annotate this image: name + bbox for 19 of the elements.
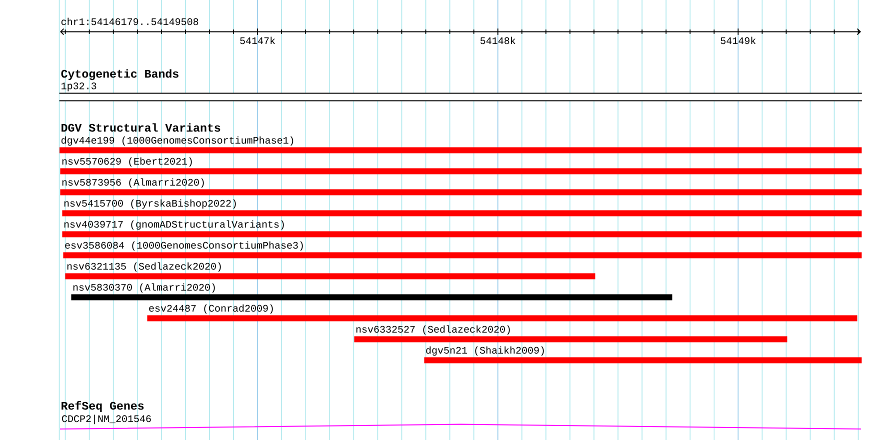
variant-label: nsv6332527 (Sedlazeck2020) (356, 325, 510, 335)
variant-label: nsv5830370 (Almarri2020) (73, 283, 215, 293)
variant-label: nsv6321135 (Sedlazeck2020) (67, 262, 221, 272)
band-label: 1p32.3 (62, 82, 96, 92)
scale-label: 54149k (720, 36, 756, 44)
variant-label: dgv44e199 (1000GenomesConsortiumPhase1) (61, 136, 294, 146)
position-label: chr1:54146179..54149508 (61, 18, 198, 26)
gene-label: CDCP2|NM_201546 (62, 414, 151, 424)
variant-label: nsv5570629 (Ebert2021) (62, 157, 192, 167)
scale-label: 54148k (480, 36, 516, 44)
variant-label: esv24487 (Conrad2009) (149, 304, 273, 314)
track-title: Cytogenetic Bands (61, 69, 178, 80)
scale-label: 54147k (240, 36, 276, 44)
variant-label: esv3586084 (1000GenomesConsortiumPhase3) (65, 241, 303, 251)
variant-label: nsv5415700 (ByrskaBishop2022) (64, 199, 236, 209)
variant-label: nsv4039717 (gnomADStructuralVariants) (64, 220, 284, 230)
variant-label: nsv5873956 (Almarri2020) (62, 178, 204, 188)
variant-label: dgv5n21 (Shaikh2009) (426, 346, 544, 356)
track-title: DGV Structural Variants (62, 123, 220, 132)
